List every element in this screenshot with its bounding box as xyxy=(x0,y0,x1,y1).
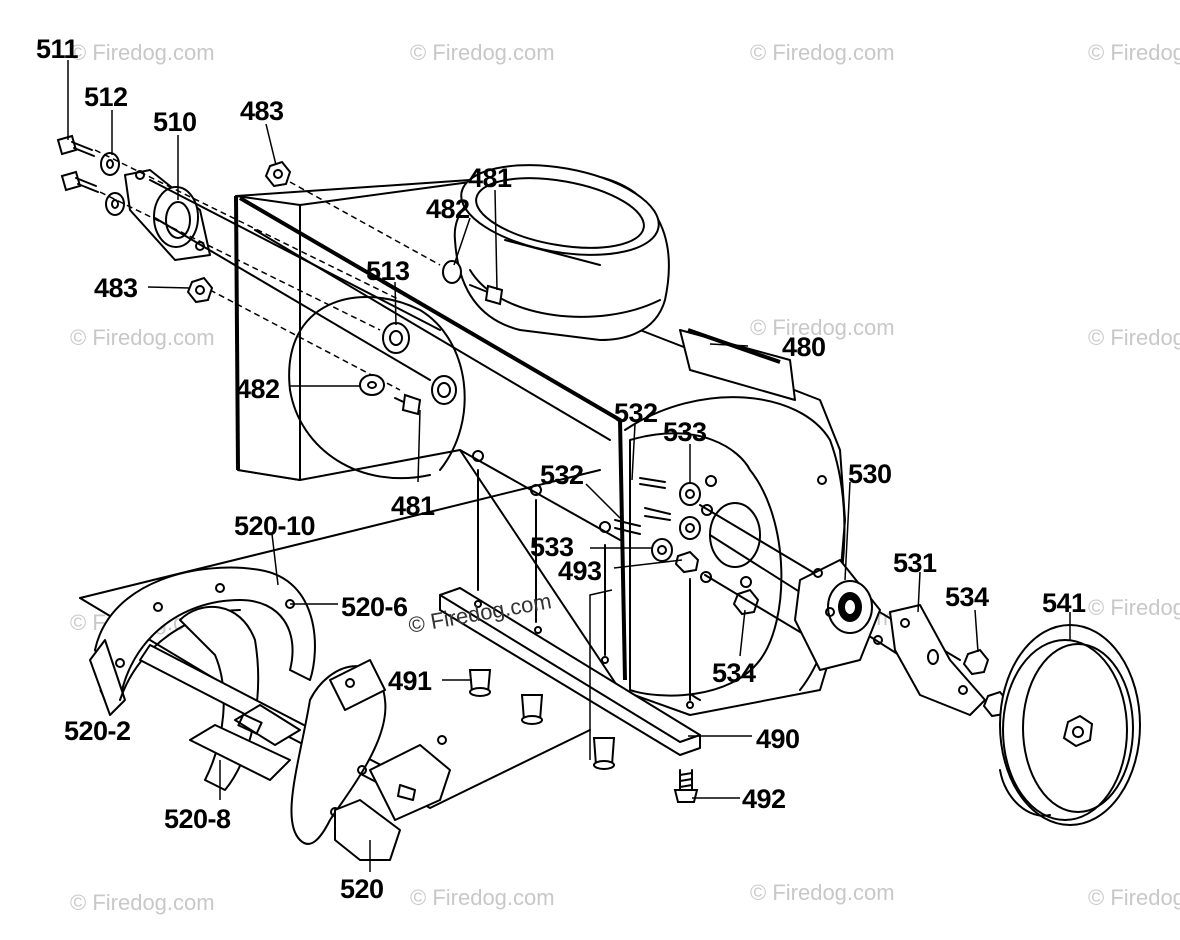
bearing-flange-510 xyxy=(124,169,211,261)
label-532-top: 532 xyxy=(614,398,658,428)
watermark: © Firedog.com xyxy=(1088,325,1180,350)
watermark: © Firedog.com xyxy=(750,880,895,905)
label-481-top: 481 xyxy=(468,163,512,193)
label-530: 530 xyxy=(848,459,892,489)
watermark: © Firedog.com xyxy=(1088,40,1180,65)
label-491: 491 xyxy=(388,666,432,696)
label-520: 520 xyxy=(340,874,384,904)
label-483-top: 483 xyxy=(240,96,284,126)
label-520-6: 520-6 xyxy=(341,592,408,622)
watermark-center: © Firedog.com xyxy=(407,588,554,638)
bolt-511 xyxy=(56,134,99,193)
label-490: 490 xyxy=(756,724,800,754)
auger-assembly xyxy=(79,469,601,861)
label-510: 510 xyxy=(153,107,197,137)
watermark: © Firedog.com xyxy=(750,40,895,65)
watermark: © Firedog.com xyxy=(1088,595,1180,620)
part-labels: 511 512 510 483 481 482 513 483 480 482 … xyxy=(36,34,1087,904)
label-520-8: 520-8 xyxy=(164,804,231,834)
right-side-hardware xyxy=(614,477,1141,826)
label-511: 511 xyxy=(36,34,79,64)
label-482-top: 482 xyxy=(426,194,470,224)
nut-483-top xyxy=(264,160,292,188)
label-520-10: 520-10 xyxy=(234,511,315,541)
label-481-bottom: 481 xyxy=(391,491,435,521)
label-480: 480 xyxy=(782,332,826,362)
discharge-chute-collar xyxy=(453,164,670,341)
label-513: 513 xyxy=(366,256,410,286)
watermark: © Firedog.com xyxy=(70,40,215,65)
watermark: © Firedog.com xyxy=(410,885,555,910)
watermark: © Firedog.com xyxy=(1088,885,1180,910)
label-482-left: 482 xyxy=(236,374,280,404)
label-493: 493 xyxy=(558,556,602,586)
leader-lines xyxy=(67,60,1071,872)
label-492: 492 xyxy=(742,784,786,814)
washer-512 xyxy=(100,152,125,216)
washer-482-top xyxy=(442,260,462,284)
carriage-bolts-491 xyxy=(468,669,616,770)
label-534-right: 534 xyxy=(945,582,989,612)
label-520-2: 520-2 xyxy=(64,716,131,746)
label-512: 512 xyxy=(84,82,128,112)
label-483-left: 483 xyxy=(94,273,138,303)
watermark: © Firedog.com xyxy=(410,40,555,65)
label-532-mid: 532 xyxy=(540,460,584,490)
bolt-492 xyxy=(673,769,699,803)
watermark: © Firedog.com xyxy=(750,315,895,340)
label-534-mid: 534 xyxy=(712,658,756,688)
label-533-top: 533 xyxy=(663,417,707,447)
watermark: © Firedog.com xyxy=(70,325,215,350)
nut-483-left xyxy=(186,276,214,304)
label-533-mid: 533 xyxy=(530,532,574,562)
washer-482-left xyxy=(359,374,385,396)
label-531: 531 xyxy=(893,548,937,578)
bolt-481-left xyxy=(394,375,457,416)
bearing-513 xyxy=(382,322,410,354)
watermark: © Firedog.com xyxy=(70,890,215,915)
left-side-hardware xyxy=(56,134,504,416)
label-541: 541 xyxy=(1042,588,1086,618)
